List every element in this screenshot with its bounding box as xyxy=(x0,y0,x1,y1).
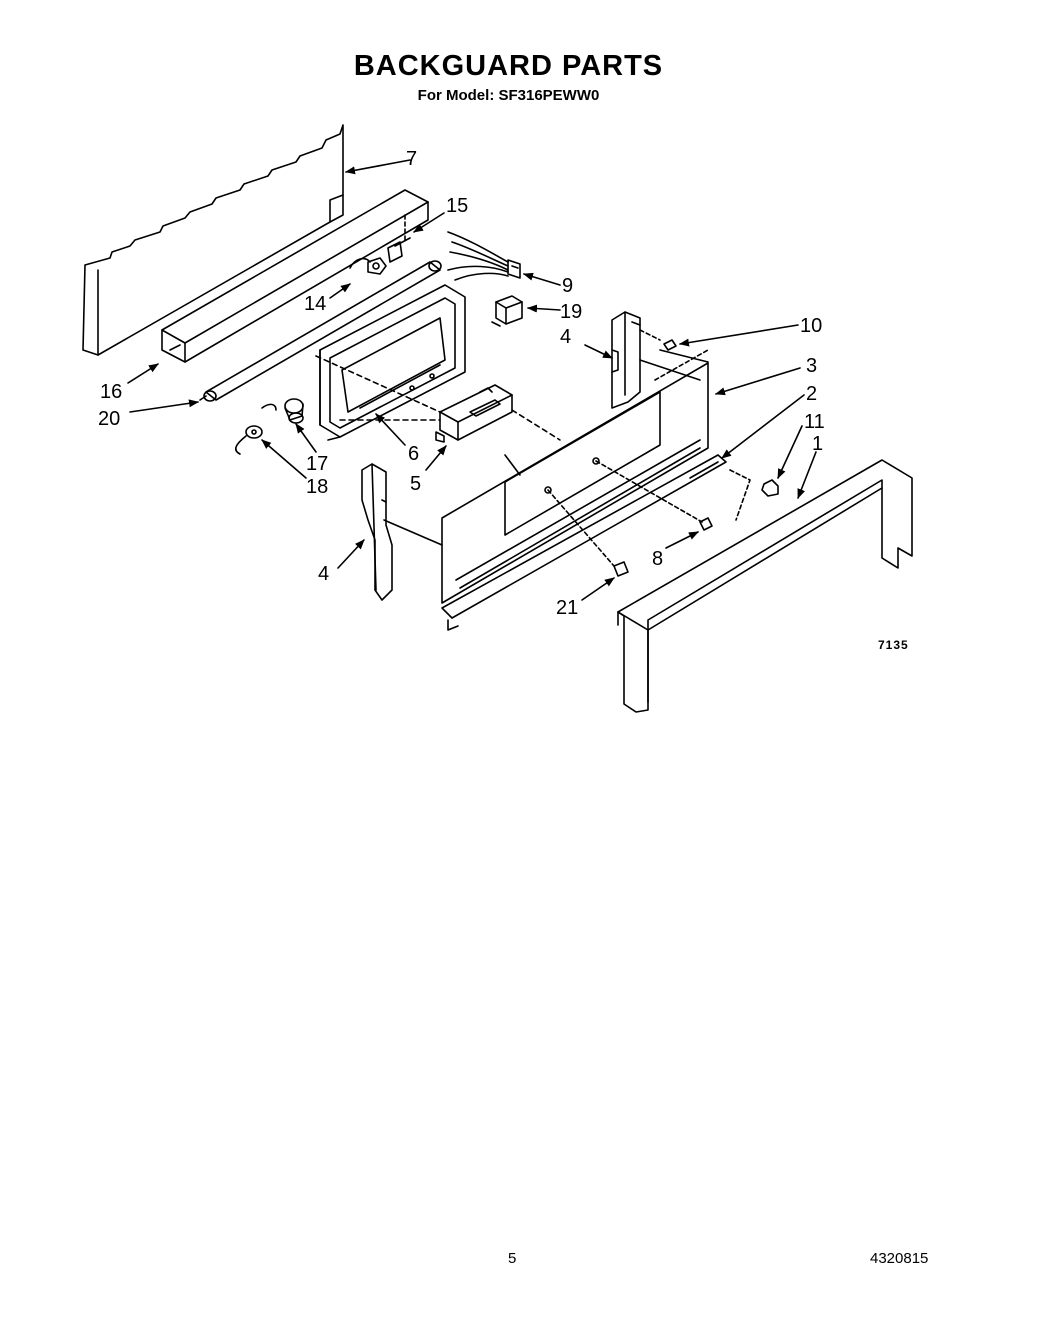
part-11-clip xyxy=(729,469,779,521)
document-number: 4320815 xyxy=(870,1250,929,1267)
figure-number: 7135 xyxy=(878,638,909,652)
part-8-knob xyxy=(595,460,713,531)
part-21-knob xyxy=(547,489,629,577)
callout-21: 21 xyxy=(556,597,578,619)
callout-16: 16 xyxy=(100,381,122,403)
callout-10: 10 xyxy=(800,315,822,337)
part-6-lamp-bracket xyxy=(319,284,466,441)
part-4-right-end-bracket xyxy=(611,311,641,409)
part-4-left-end-bracket xyxy=(361,463,393,601)
callout-labels: 7 15 14 9 19 10 4 3 2 11 1 16 20 6 5 17 … xyxy=(98,148,909,652)
part-16-trim-channel xyxy=(161,189,429,363)
part-14-lamp-socket xyxy=(349,257,387,275)
callout-17: 17 xyxy=(306,453,328,475)
part-18-starter-socket xyxy=(234,403,277,455)
callout-15: 15 xyxy=(446,195,468,217)
part-5-clock-timer xyxy=(435,384,513,443)
part-1-backguard-cover xyxy=(617,459,913,713)
part-7-rear-panel xyxy=(82,124,344,356)
part-15-lamp-socket xyxy=(387,214,411,263)
callout-20: 20 xyxy=(98,408,120,430)
callout-14: 14 xyxy=(304,293,326,315)
part-20-lamp-tube xyxy=(199,260,442,402)
callout-19: 19 xyxy=(560,301,582,323)
part-9-wire-harness xyxy=(447,231,521,281)
page-title: BACKGUARD PARTS xyxy=(353,50,664,82)
callout-3: 3 xyxy=(806,355,817,377)
page-number: 5 xyxy=(508,1250,517,1267)
callout-1: 1 xyxy=(812,433,823,455)
callout-7: 7 xyxy=(406,148,417,170)
callout-4-left: 4 xyxy=(318,563,329,585)
part-17-starter xyxy=(284,398,304,424)
part-10-screw xyxy=(639,329,677,351)
part-2-trim-strip xyxy=(441,454,727,631)
callout-2: 2 xyxy=(806,383,817,405)
callout-8: 8 xyxy=(652,548,663,570)
part-3-control-panel xyxy=(441,349,709,604)
model-subtitle: For Model: SF316PEWW0 xyxy=(417,87,600,104)
part-19-ballast xyxy=(491,295,523,327)
callout-6: 6 xyxy=(408,443,419,465)
callout-4-right: 4 xyxy=(560,326,571,348)
callout-9: 9 xyxy=(562,275,573,297)
callout-5: 5 xyxy=(410,473,421,495)
callout-11: 11 xyxy=(804,411,825,433)
callout-18: 18 xyxy=(306,476,328,498)
